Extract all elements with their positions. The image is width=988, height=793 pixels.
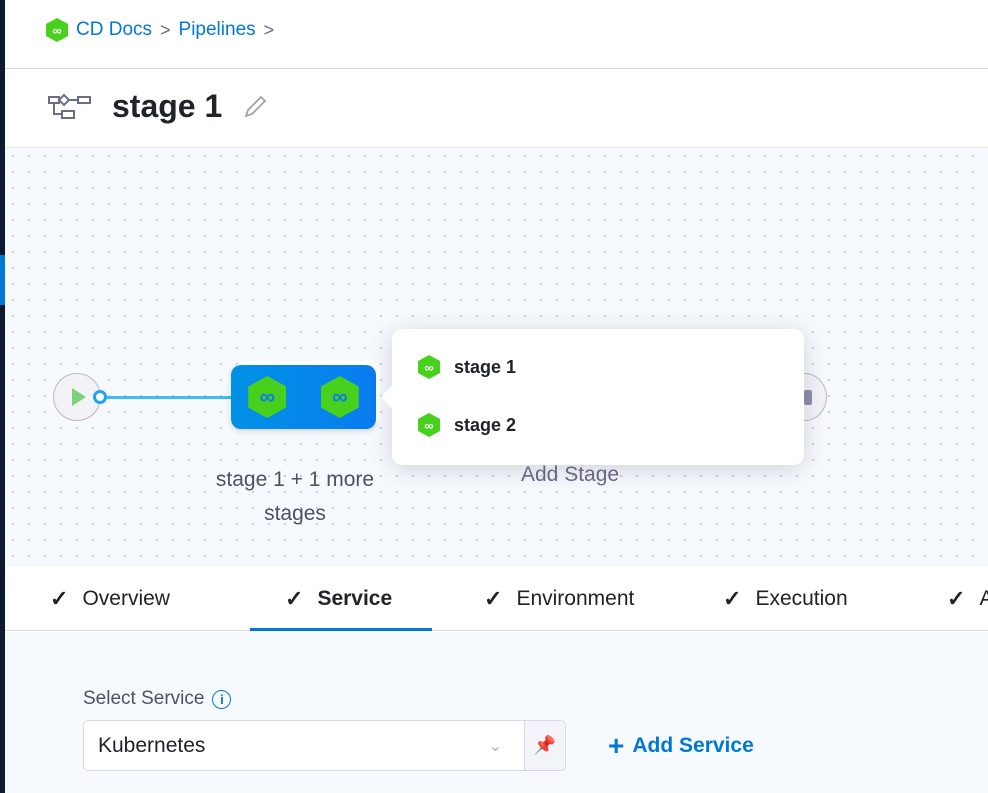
tab-label: Overview: [82, 587, 170, 610]
deploy-stage-icon: ∞: [418, 413, 440, 437]
check-icon: ✓: [947, 586, 966, 611]
connector-port: [93, 390, 107, 404]
popover-item-label: stage 2: [454, 414, 517, 435]
breadcrumb-cd-docs[interactable]: CD Docs: [76, 19, 153, 40]
check-icon: ✓: [723, 586, 742, 611]
pipeline-canvas[interactable]: ∞ ∞ stage 1 + 1 more stages Add Stage ∞ …: [5, 147, 988, 567]
chevron-right-icon: >: [263, 19, 275, 40]
check-icon: ✓: [285, 586, 304, 611]
popover-item-stage-2[interactable]: ∞ stage 2: [418, 413, 516, 437]
page-title: stage 1: [112, 88, 223, 124]
pin-icon[interactable]: 📌: [524, 720, 566, 771]
chevron-down-icon: ⌄: [488, 737, 502, 755]
left-nav-active-indicator: [0, 255, 5, 305]
popover-item-label: stage 1: [454, 356, 517, 377]
deploy-stage-icon: ∞: [320, 376, 359, 418]
deploy-stage-icon: ∞: [418, 355, 440, 379]
tab-environment[interactable]: ✓ Environment: [484, 567, 634, 631]
stage-group-label: stage 1 + 1 more stages: [215, 468, 375, 525]
breadcrumb-pipelines[interactable]: Pipelines: [178, 19, 256, 40]
stage-group-popover: ∞ stage 1 ∞ stage 2: [392, 329, 804, 465]
popover-item-stage-1[interactable]: ∞ stage 1: [418, 355, 516, 379]
stage-group-node[interactable]: ∞ ∞: [231, 365, 376, 429]
cd-module-icon: ∞: [46, 18, 68, 42]
breadcrumb: ∞ CD Docs > Pipelines >: [46, 18, 274, 42]
pipeline-stage-icon: [48, 93, 91, 119]
plus-icon: +: [608, 730, 625, 761]
divider: [5, 68, 988, 69]
field-label: Select Service: [83, 688, 205, 709]
tab-execution[interactable]: ✓ Execution: [723, 567, 848, 631]
check-icon: ✓: [50, 586, 69, 611]
service-panel: Select Service i Kubernetes ⌄ 📌 + Add Servi…: [5, 632, 988, 793]
tab-service[interactable]: ✓ Service: [249, 567, 433, 631]
chevron-right-icon: >: [160, 19, 171, 40]
deploy-stage-icon: ∞: [248, 376, 287, 418]
service-select[interactable]: Kubernetes ⌄: [83, 720, 525, 771]
tab-label: Service: [317, 587, 393, 610]
page-header: stage 1: [48, 88, 268, 125]
add-stage-button[interactable]: Add Stage: [521, 463, 620, 486]
info-icon[interactable]: i: [212, 689, 232, 709]
select-service-label: Select Service i: [83, 688, 232, 710]
connector-line: [107, 396, 233, 399]
left-nav-strip: [0, 0, 5, 793]
selected-value: Kubernetes: [98, 733, 206, 757]
stage-tabs: ✓ Overview ✓ Service ✓ Environment ✓ Executi…: [5, 567, 988, 631]
tab-label: Environment: [516, 587, 635, 610]
tab-label: Execution: [755, 587, 848, 610]
add-service-label: Add Service: [632, 734, 754, 757]
tab-overview[interactable]: ✓ Overview: [50, 567, 170, 631]
check-icon: ✓: [484, 586, 503, 611]
tab-advanced[interactable]: ✓A: [947, 567, 988, 631]
edit-pencil-icon[interactable]: [242, 94, 268, 120]
tab-label: A: [979, 587, 988, 610]
add-service-button[interactable]: + Add Service: [608, 732, 754, 760]
